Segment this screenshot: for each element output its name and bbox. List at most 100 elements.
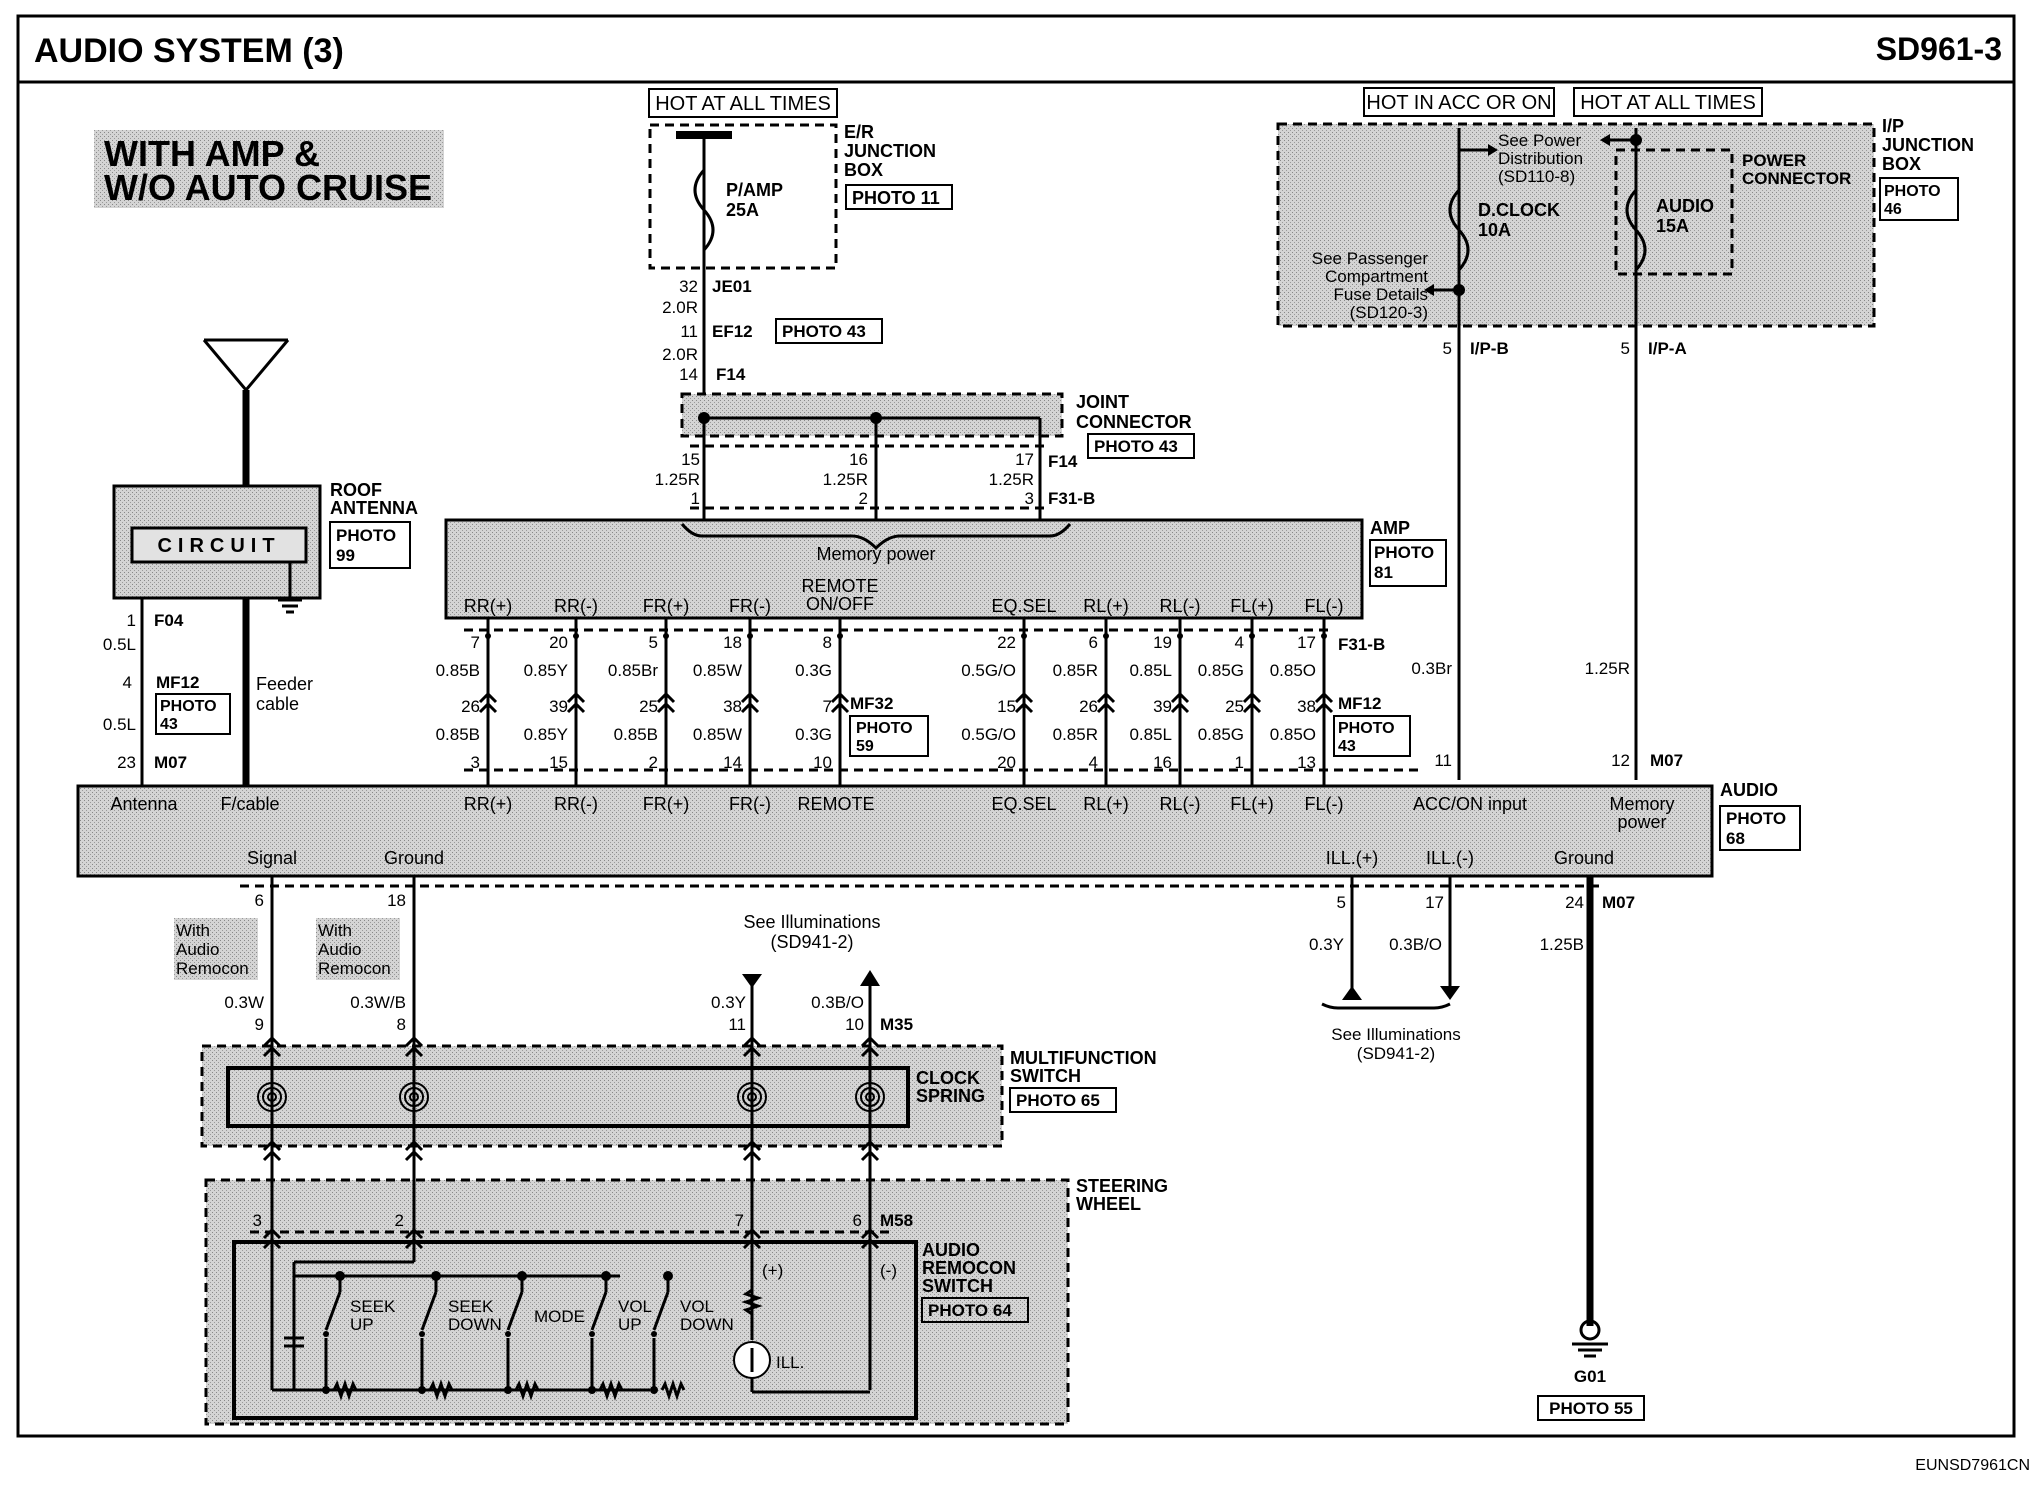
audio-term-antenna: Antenna xyxy=(110,794,178,814)
channel-audio-pin: 1 xyxy=(1235,753,1244,772)
channel-amp-pin: 4 xyxy=(1235,633,1244,652)
joint-wire-2: 1.25R xyxy=(823,470,868,489)
connector-chevron xyxy=(742,1227,762,1240)
channel-wire-upper: 0.85B xyxy=(436,661,480,680)
audio-fuse-name: AUDIO xyxy=(1656,196,1714,216)
ipa-conn: I/P-A xyxy=(1648,339,1687,358)
sw-pin-2: 2 xyxy=(395,1211,404,1230)
channel-audio-pin: 10 xyxy=(813,753,832,772)
steering-title-2: WHEEL xyxy=(1076,1194,1141,1214)
connector-chevron xyxy=(404,1227,424,1240)
ill-wire-1: 0.3Y xyxy=(711,993,746,1012)
channel-amp-pin: 8 xyxy=(823,633,832,652)
audio-term-ground: Ground xyxy=(384,848,444,868)
antenna-title-1: ROOF xyxy=(330,480,382,500)
channel-node xyxy=(747,633,753,639)
antenna-mf12-photo-2: 43 xyxy=(160,716,178,733)
remocon-title-1: AUDIO xyxy=(922,1240,980,1260)
signal-wire: 0.3W xyxy=(224,993,264,1012)
steering-title-1: STEERING xyxy=(1076,1176,1168,1196)
multifunction-switch xyxy=(202,1046,1002,1146)
steering-wheel xyxy=(206,1180,1068,1424)
seek-up-2: UP xyxy=(350,1315,374,1334)
audio-term-signal: Signal xyxy=(247,848,297,868)
see-illum-right-2: (SD941-2) xyxy=(1357,1044,1435,1063)
audio-term-acc-on: ACC/ON input xyxy=(1413,794,1527,814)
connector-chevron xyxy=(656,701,676,714)
er-box-photo: PHOTO 11 xyxy=(852,188,940,208)
amp-term-eqsel: EQ.SEL xyxy=(991,596,1056,616)
ill-label: ILL. xyxy=(776,1353,804,1372)
channel-wire-lower: 0.85B xyxy=(436,725,480,744)
channel-amp-pin: 6 xyxy=(1089,633,1098,652)
p-amp-fuse-name: P/AMP xyxy=(726,180,783,200)
antenna-photo-1: PHOTO xyxy=(336,526,396,545)
acc-conn-m07: M07 xyxy=(1650,751,1683,770)
channel-wire-lower: 0.3G xyxy=(795,725,832,744)
channel-audio-pin: 14 xyxy=(723,753,742,772)
audio-terminal-label: EQ.SEL xyxy=(991,794,1056,814)
connector-chevron xyxy=(1096,701,1116,714)
channel-node xyxy=(573,633,579,639)
amp-remote-2: ON/OFF xyxy=(806,594,874,614)
seek-up-1: SEEK xyxy=(350,1297,396,1316)
power-connector-1: POWER xyxy=(1742,151,1806,170)
channel-node xyxy=(1103,633,1109,639)
ip-box-title-1: I/P xyxy=(1882,116,1904,136)
amp-pin-2: 2 xyxy=(859,489,868,508)
gnd-wire: 1.25B xyxy=(1540,935,1584,954)
dclock-fuse-name: D.CLOCK xyxy=(1478,200,1560,220)
resistor xyxy=(428,1379,454,1401)
ip-box-title-3: BOX xyxy=(1882,154,1921,174)
channel-mf-pin: 25 xyxy=(1225,697,1244,716)
switch-node xyxy=(418,1386,426,1394)
channel-wire-lower: 0.85R xyxy=(1053,725,1098,744)
channel-mf-pin: 25 xyxy=(639,697,658,716)
connector-chevron xyxy=(860,1035,880,1048)
connector-chevron xyxy=(740,691,760,704)
amp-conn-f31b: F31-B xyxy=(1338,635,1385,654)
ip-junction-box xyxy=(1278,124,1874,326)
switch-node xyxy=(588,1386,596,1394)
switch-contact xyxy=(324,1291,342,1331)
ill-plus: (+) xyxy=(762,1261,783,1280)
amp-pin-3: 3 xyxy=(1025,489,1034,508)
p-amp-fuse-symbol xyxy=(693,168,715,252)
switch-contact xyxy=(420,1291,438,1331)
sw-pin-7: 7 xyxy=(735,1211,744,1230)
ip-box-title-2: JUNCTION xyxy=(1882,135,1974,155)
je01-pin: 32 xyxy=(679,277,698,296)
connector-chevron xyxy=(1170,691,1190,704)
switch-contact xyxy=(506,1291,524,1331)
connector-chevron xyxy=(742,1237,762,1250)
channel-wire-lower: 0.5G/O xyxy=(961,725,1016,744)
joint-pin-17: 17 xyxy=(1015,450,1034,469)
ms-signal-pin: 9 xyxy=(255,1015,264,1034)
amp-photo-1: PHOTO xyxy=(1374,543,1434,562)
connector-chevron xyxy=(478,691,498,704)
audio-terminal-label: RL(+) xyxy=(1083,794,1129,814)
audio-terminal-label: RL(-) xyxy=(1160,794,1201,814)
audio-unit xyxy=(76,784,1714,878)
p-amp-fuse-rating: 25A xyxy=(726,200,759,220)
ill-wire-2: 0.3B/O xyxy=(811,993,864,1012)
resistor xyxy=(332,1379,358,1401)
connector-chevron xyxy=(262,1139,282,1152)
connector-chevron xyxy=(1096,691,1116,704)
switch-node xyxy=(663,1271,673,1281)
channel-wire-upper: 0.85Br xyxy=(608,661,658,680)
connector-chevron xyxy=(404,1149,424,1162)
switch-contact xyxy=(590,1291,608,1331)
m58-label: M58 xyxy=(880,1211,913,1230)
hot-at-all-times-1: HOT AT ALL TIMES xyxy=(655,93,831,115)
remocon-note-1b: Audio xyxy=(176,940,219,959)
switch-node xyxy=(323,1331,329,1337)
audio-terminal-label: FR(-) xyxy=(729,794,771,814)
audio-title: AUDIO xyxy=(1720,780,1778,800)
connector-chevron xyxy=(262,1227,282,1240)
mf32-photo-2: 59 xyxy=(856,738,874,755)
mode-label: MODE xyxy=(534,1307,585,1326)
amp-term-rl-neg: RL(-) xyxy=(1160,596,1201,616)
joint-pin-16: 16 xyxy=(849,450,868,469)
